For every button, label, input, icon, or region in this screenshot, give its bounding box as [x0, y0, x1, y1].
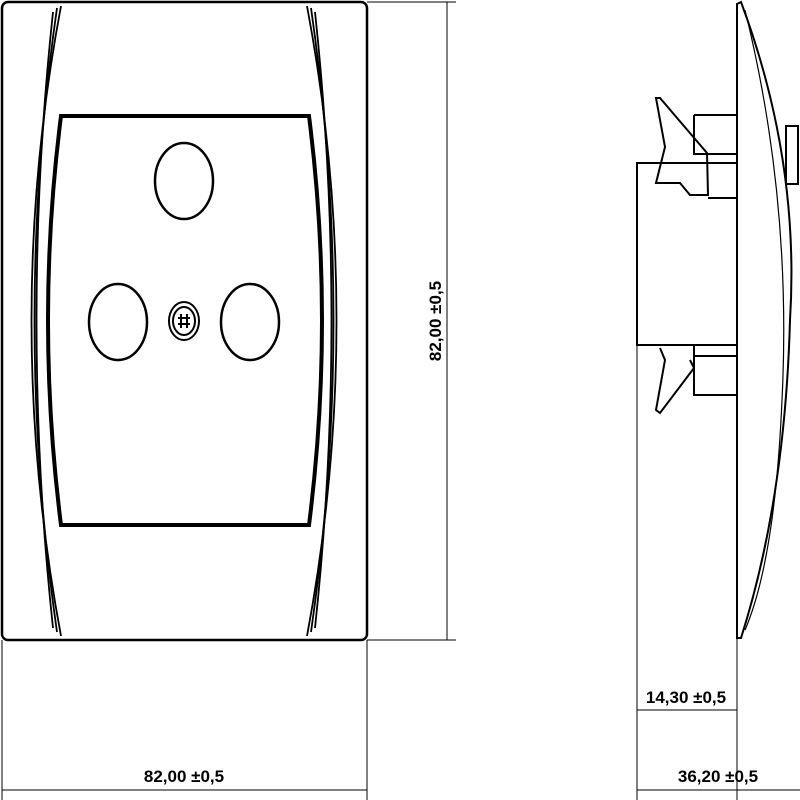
frame-outline [0, 0, 369, 642]
side-view [636, 0, 799, 639]
socket-hole-right [219, 282, 281, 362]
side-plate [736, 0, 793, 639]
socket-panel [46, 114, 324, 527]
socket-hole-left [87, 282, 149, 362]
mount-claw-top [654, 97, 737, 199]
socket-hole-top [153, 141, 215, 221]
total-depth-dimension-label: 36,20 ±0,5 [678, 767, 758, 786]
height-dimension-label: 82,00 ±0,5 [426, 281, 445, 361]
front-view [0, 0, 369, 642]
side-knob [785, 125, 799, 185]
mount-claw-bottom [654, 345, 737, 415]
frame-side-curves-left [30, 5, 62, 637]
width-dimension-label: 82,00 ±0,5 [144, 767, 224, 786]
coax-connector-icon [168, 301, 200, 341]
frame-side-curves-right [306, 5, 338, 637]
plate-depth-dimension-label: 14,30 ±0,5 [646, 688, 726, 707]
side-body [636, 162, 738, 346]
